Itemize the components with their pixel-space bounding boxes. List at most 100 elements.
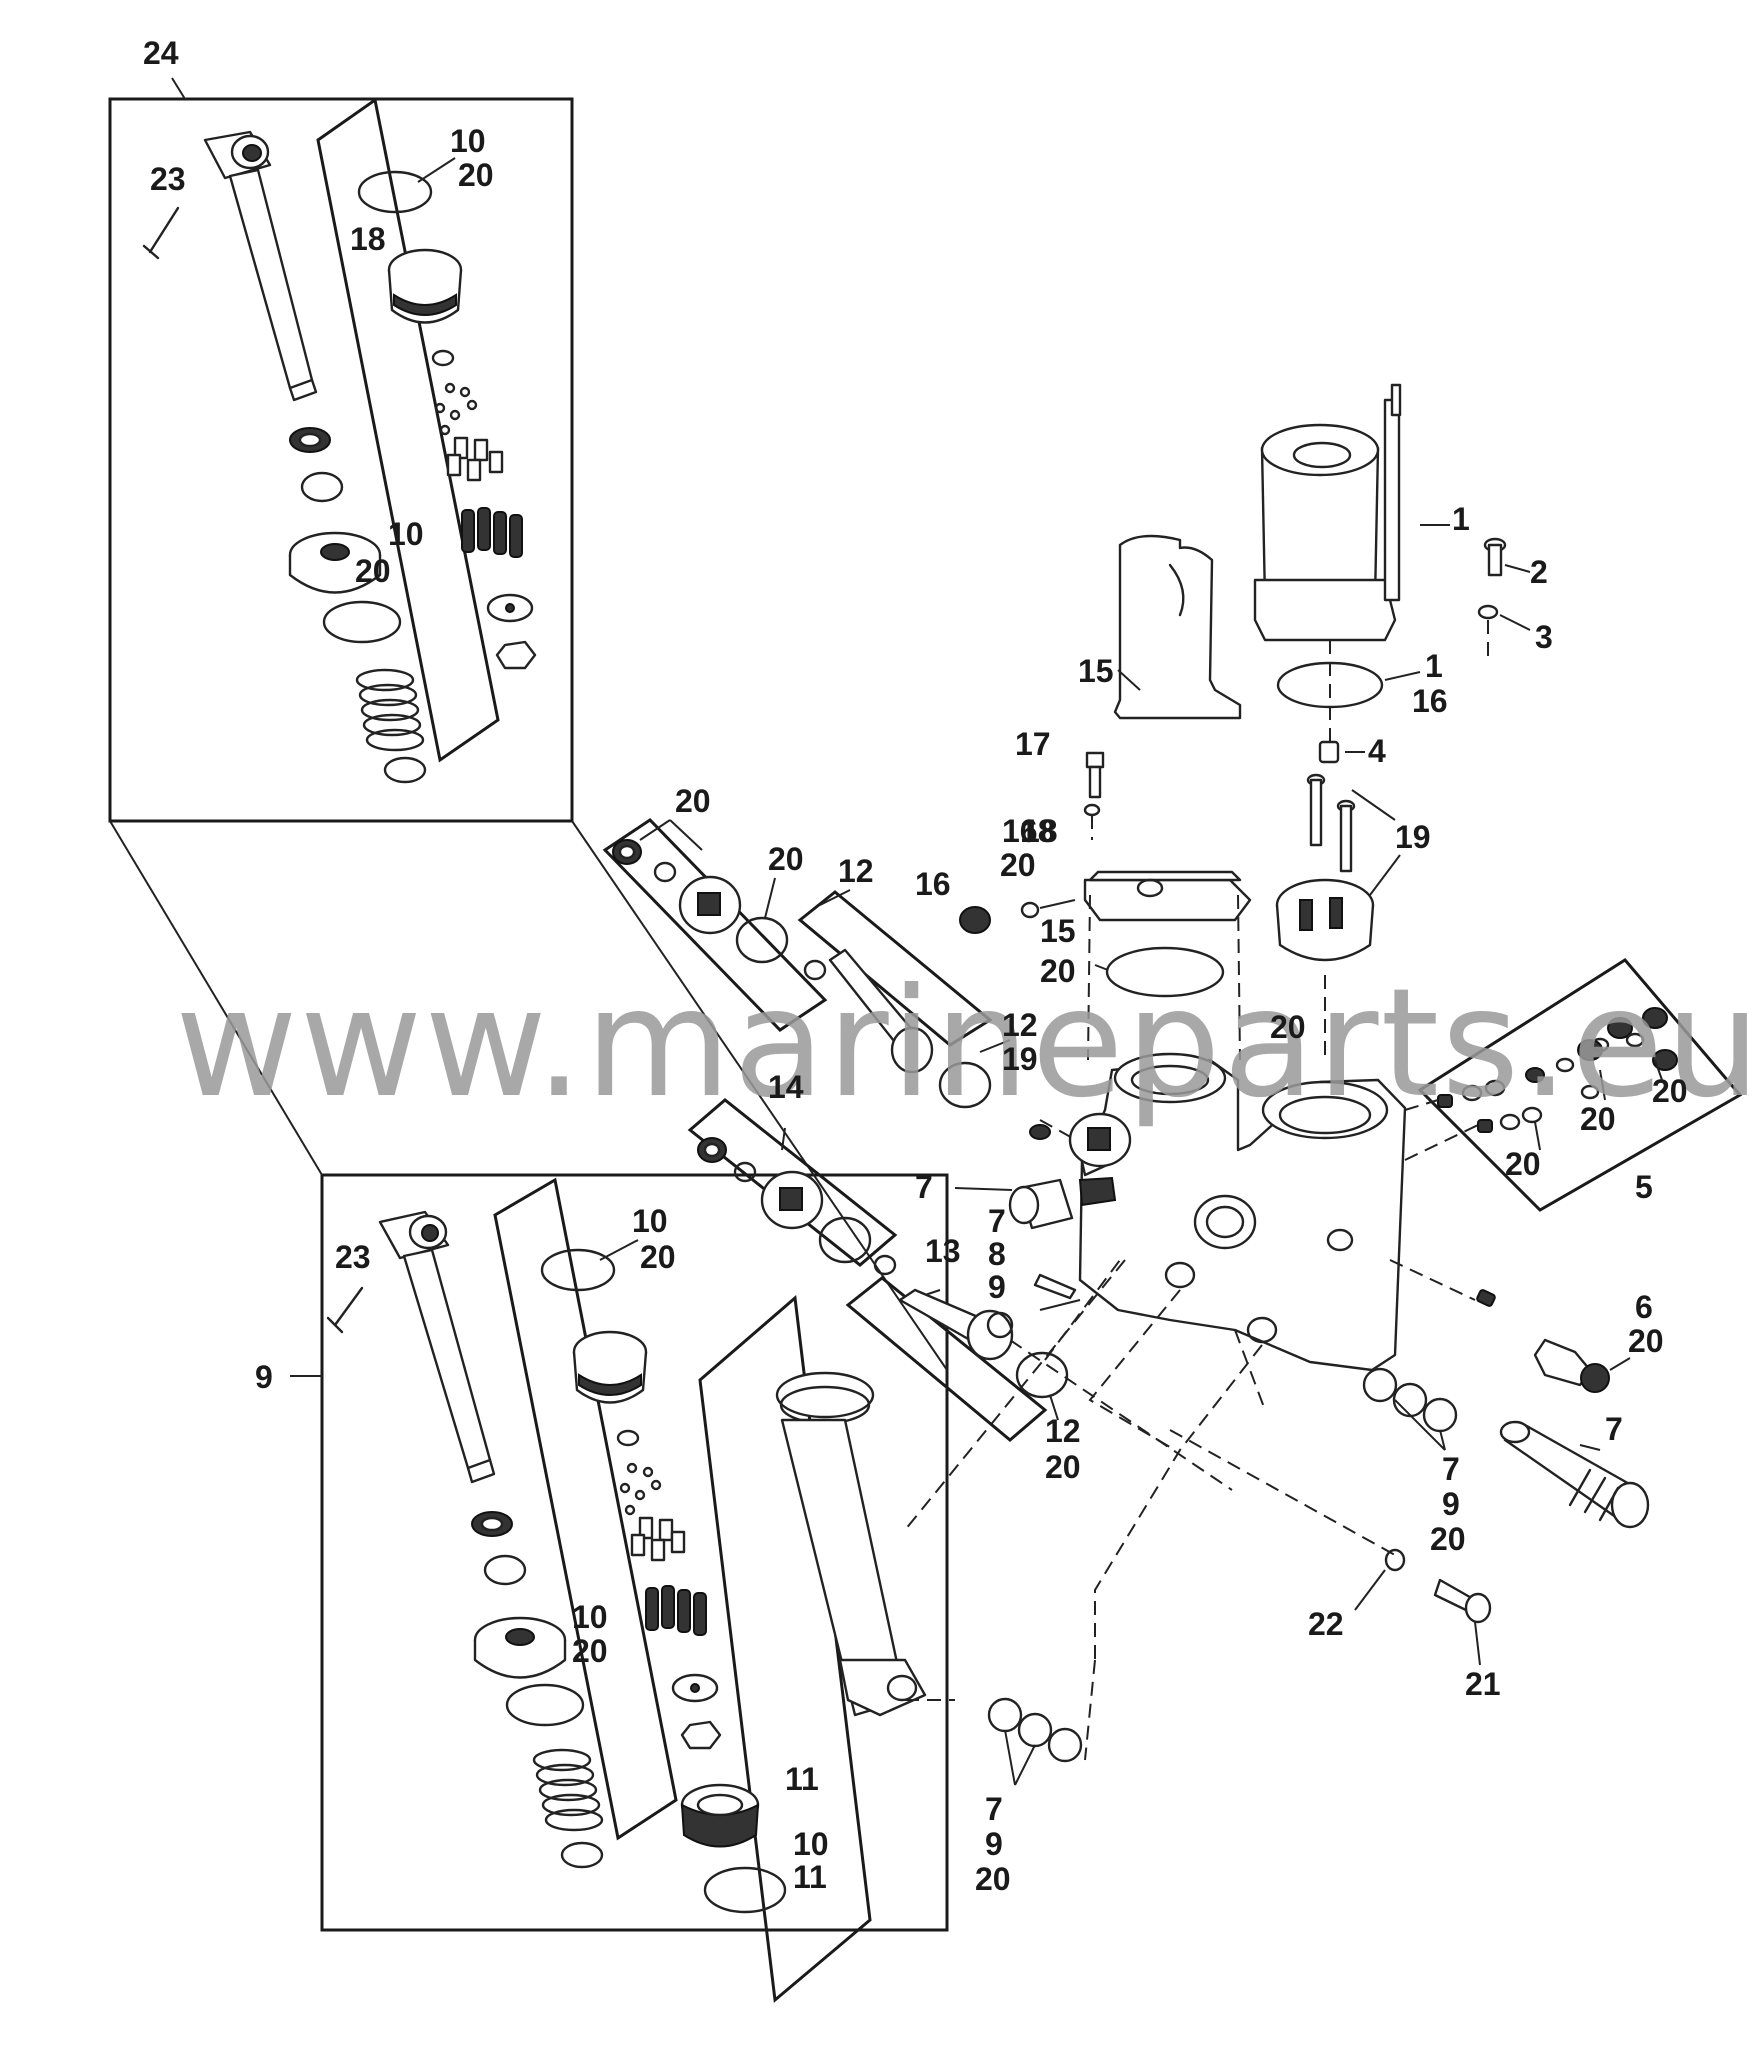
callout-19: 19	[1002, 1041, 1038, 1077]
callout-20: 20	[1652, 1073, 1688, 1109]
callout-4: 4	[1368, 733, 1386, 769]
callout-labels: 24 23 10 20 18 10 20 1 2 3 1 16 4 15 17 …	[143, 35, 1688, 1897]
callout-20: 20	[1045, 1449, 1081, 1485]
callout-7: 7	[985, 1791, 1003, 1827]
valve-body-24	[387, 248, 463, 324]
coupler-4	[1318, 740, 1340, 764]
callout-9: 9	[255, 1359, 273, 1395]
spring-9	[532, 1748, 604, 1832]
pivot-pin-7	[1499, 1420, 1650, 1529]
callout-6: 6	[1635, 1289, 1653, 1325]
callout-20: 20	[1000, 847, 1036, 883]
callout-11: 11	[785, 1761, 819, 1797]
callout-18: 18	[1022, 813, 1058, 849]
callout-20: 20	[458, 157, 494, 193]
callout-10: 10	[632, 1203, 668, 1239]
callout-1: 1	[1425, 648, 1443, 684]
callout-10: 10	[793, 1826, 829, 1862]
washer-9c	[560, 1841, 604, 1869]
callout-20: 20	[975, 1861, 1011, 1897]
callout-16: 16	[915, 866, 951, 902]
rod-13	[898, 1288, 1014, 1361]
sub-box-9	[493, 1177, 678, 1841]
callout-20: 20	[572, 1633, 608, 1669]
o-rings-7-9-20-right	[1362, 1367, 1458, 1433]
washer-24c	[383, 756, 427, 784]
bracket-box-20	[602, 818, 828, 1032]
callout-22: 22	[1308, 1606, 1344, 1642]
fill-screw-17	[1085, 751, 1105, 799]
cap-14	[1068, 1112, 1132, 1168]
rod-12	[828, 948, 934, 1074]
washer-24	[300, 471, 344, 503]
small-o-ring-24	[431, 349, 455, 367]
callout-20: 20	[1580, 1101, 1616, 1137]
o-ring-9a	[540, 1248, 616, 1292]
o-ring-11	[703, 1866, 787, 1914]
callout-3: 3	[1535, 619, 1553, 655]
bolt-21	[1433, 1578, 1492, 1624]
o-ring-9b	[505, 1683, 585, 1727]
cap-14b	[760, 1170, 824, 1230]
callout-20: 20	[640, 1239, 676, 1275]
o-ring-24b	[322, 600, 402, 644]
washer-3	[1477, 604, 1499, 620]
callout-20: 20	[1505, 1146, 1541, 1182]
o-ring-12-20	[1015, 1351, 1069, 1399]
inset-box-24	[108, 97, 574, 823]
callout-1: 1	[1452, 501, 1470, 537]
callout-7: 7	[915, 1169, 933, 1205]
bolt-2	[1483, 537, 1507, 577]
callout-12: 12	[1002, 1007, 1038, 1043]
callout-15: 15	[1040, 913, 1076, 949]
callout-20: 20	[675, 783, 711, 819]
piston-9	[473, 1616, 567, 1679]
small-parts-24	[434, 382, 504, 482]
manual-release-6	[1476, 1289, 1610, 1393]
callout-18: 18	[1020, 813, 1056, 849]
manifold-body	[1073, 1052, 1407, 1372]
spring-24	[355, 668, 425, 752]
cap-12a	[678, 875, 742, 935]
trim-rod-24	[203, 130, 318, 402]
callout-15: 15	[1078, 653, 1114, 689]
callout-19: 19	[1395, 819, 1431, 855]
callout-9: 9	[1442, 1486, 1460, 1522]
callout-12: 12	[838, 853, 874, 889]
callout-9: 9	[985, 1826, 1003, 1862]
callout-20: 20	[1430, 1521, 1466, 1557]
callout-9: 9	[988, 1269, 1006, 1305]
rod-box-13	[845, 1276, 1048, 1442]
callout-16: 16	[1412, 683, 1448, 719]
screw-23b	[326, 1286, 364, 1334]
nut-24	[495, 640, 537, 670]
piston-24	[288, 531, 382, 594]
callout-8: 8	[988, 1236, 1006, 1272]
sub-box-24	[316, 97, 500, 763]
callout-10: 10	[388, 516, 424, 552]
small-parts-9	[619, 1462, 686, 1562]
callout-23: 23	[150, 161, 186, 197]
reservoir-15	[1083, 534, 1252, 922]
callout-17: 17	[1015, 726, 1051, 762]
fittings-5	[1437, 1007, 1678, 1133]
screw-23a	[142, 206, 180, 260]
callout-2: 2	[1530, 554, 1548, 590]
pump-assembly	[1275, 878, 1375, 962]
washer-9	[483, 1554, 527, 1586]
o-ring-12-19	[938, 1061, 992, 1109]
callout-14: 14	[768, 1069, 804, 1105]
inset-box-9	[320, 1173, 949, 1932]
callout-10: 10	[450, 123, 486, 159]
callout-11: 11	[793, 1859, 827, 1895]
electric-motor	[1253, 383, 1402, 642]
o-rings-7-9-20-bottom	[987, 1697, 1083, 1763]
nut-9	[680, 1720, 722, 1750]
callout-20: 20	[1040, 953, 1076, 989]
plug-16	[959, 906, 991, 934]
callout-21: 21	[1465, 1666, 1501, 1702]
pin-8	[1033, 1273, 1077, 1300]
callout-16: 16	[1002, 813, 1038, 849]
callout-20: 20	[768, 841, 804, 877]
